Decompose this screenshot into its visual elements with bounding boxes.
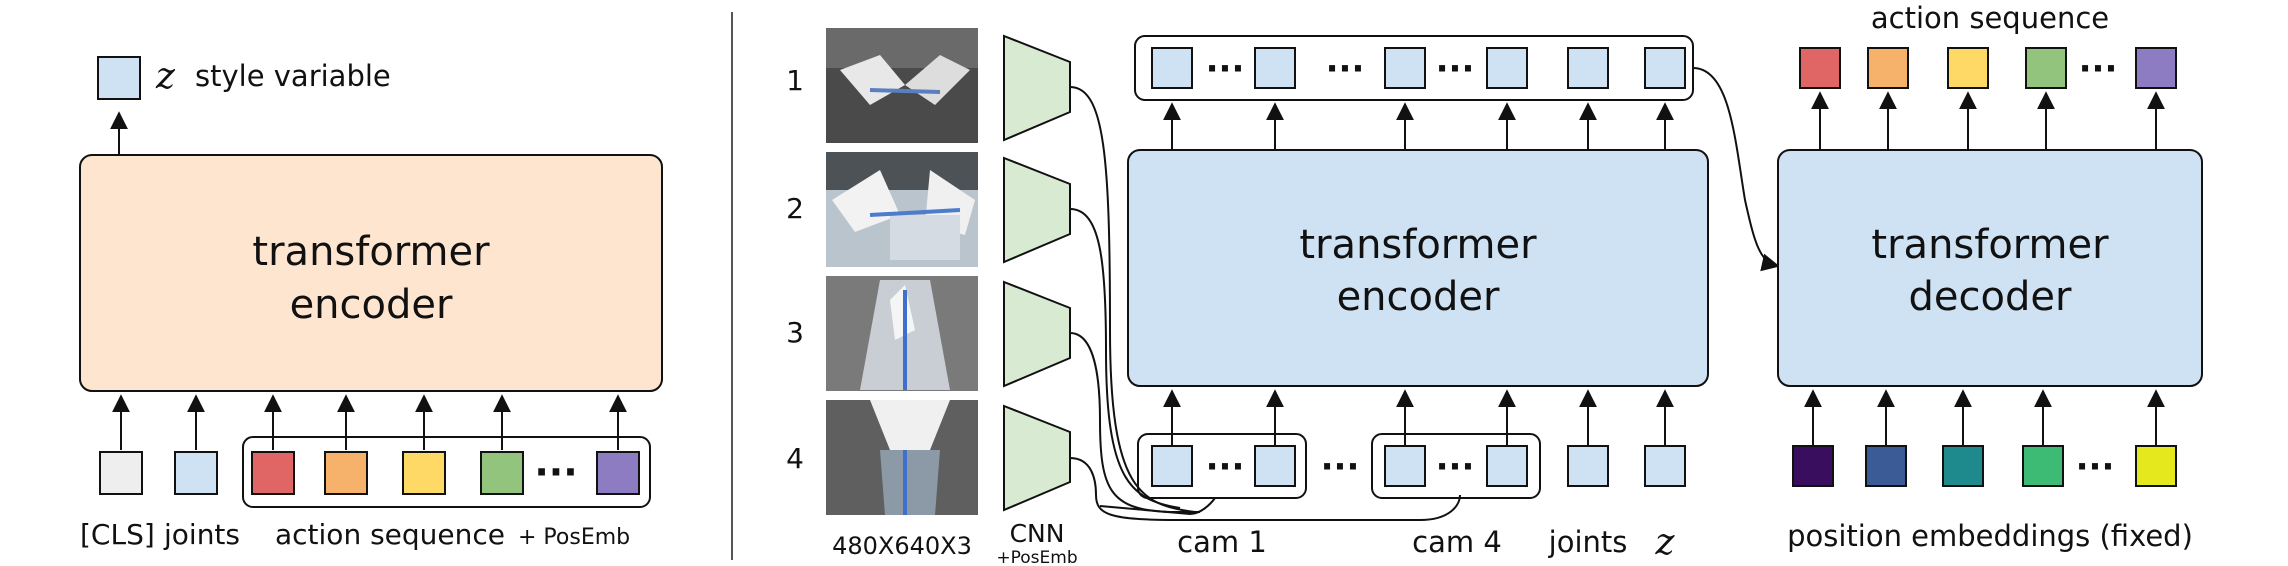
action-sequence-group	[242, 436, 651, 508]
action-token	[596, 451, 640, 495]
encoder-output-token	[1384, 47, 1426, 89]
camera-image-2	[826, 152, 978, 267]
output-action-token	[2135, 47, 2177, 89]
left-encoder-title-2: encoder	[290, 282, 453, 328]
camera-image-3	[826, 276, 978, 391]
right-encoder-title-2: encoder	[1337, 274, 1500, 320]
joints-input-token	[1567, 445, 1609, 487]
right-panel: 1 2 3 4	[786, 1, 2203, 566]
output-action-token	[1947, 47, 1989, 89]
action-token	[402, 451, 446, 495]
style-variable-label: style variable	[195, 59, 391, 93]
cam-token	[1254, 445, 1296, 487]
cam1-group	[1137, 433, 1307, 499]
encoder-output-token	[1151, 47, 1193, 89]
position-embedding-token	[2135, 445, 2177, 487]
encoder-output-ellipsis: ···	[1436, 49, 1475, 89]
cnn-block	[1003, 280, 1071, 388]
output-action-token	[1867, 47, 1909, 89]
action-token	[324, 451, 368, 495]
position-embedding-token	[1865, 445, 1907, 487]
cam4-group	[1371, 433, 1541, 499]
z-input-token	[1644, 445, 1686, 487]
left-transformer-encoder	[79, 154, 663, 392]
position-embeddings-label: position embeddings (fixed)	[1787, 519, 2193, 553]
left-posemb-label: + PosEmb	[518, 525, 630, 550]
left-action-sequence-label: action sequence	[275, 518, 505, 551]
cam4-ellipsis: ···	[1436, 447, 1475, 487]
image-size-label: 480X640X3	[832, 532, 972, 560]
cam-token	[1151, 445, 1193, 487]
position-embedding-token	[1942, 445, 1984, 487]
cnn-block	[1003, 156, 1071, 264]
cnn-posemb-label: +PosEmb	[996, 548, 1077, 566]
right-transformer-encoder	[1127, 149, 1709, 387]
position-embedding-token	[2022, 445, 2064, 487]
camera-image-4	[826, 400, 978, 515]
output-action-ellipsis: ···	[2079, 49, 2118, 89]
row-number: 3	[786, 316, 804, 349]
cnn-label: CNN	[1010, 519, 1065, 548]
memory-arrow	[1692, 67, 1780, 272]
left-encoder-title-1: transformer	[252, 229, 490, 275]
joints-token	[174, 451, 218, 495]
cam1-connector	[1099, 497, 1216, 516]
style-variable-token	[97, 56, 141, 100]
cam1-label: cam 1	[1177, 525, 1267, 559]
encoder-output-ellipsis: ···	[1206, 49, 1245, 89]
action-sequence-title: action sequence	[1871, 1, 2109, 35]
right-joints-label: joints	[1548, 525, 1628, 559]
transformer-decoder	[1777, 149, 2203, 387]
row-number: 1	[786, 64, 804, 97]
left-ellipsis: ···	[534, 450, 577, 494]
cnn-connector	[1069, 332, 1200, 513]
left-panel: z style variable transformer encoder ···…	[79, 56, 663, 551]
action-token	[480, 451, 524, 495]
cam-token	[1486, 445, 1528, 487]
right-encoder-title-1: transformer	[1299, 222, 1537, 268]
cls-token	[99, 451, 143, 495]
cls-label: [CLS]	[80, 518, 155, 551]
position-embedding-token	[1792, 445, 1834, 487]
cnn-block	[1003, 34, 1071, 142]
cnn-block	[1003, 404, 1071, 512]
decoder-title-1: transformer	[1871, 222, 2109, 268]
output-action-token	[1799, 47, 1841, 89]
between-cams-ellipsis: ···	[1321, 447, 1360, 487]
camera-image-1	[826, 28, 978, 143]
cnn-connector	[1069, 457, 1461, 521]
cam1-ellipsis: ···	[1206, 447, 1245, 487]
encoder-output-token	[1567, 47, 1609, 89]
output-action-token	[2025, 47, 2067, 89]
action-token	[251, 451, 295, 495]
encoder-output-ellipsis: ···	[1326, 49, 1365, 89]
encoder-output-token	[1254, 47, 1296, 89]
cam4-label: cam 4	[1412, 525, 1502, 559]
encoder-output-token	[1486, 47, 1528, 89]
left-joints-label: joints	[163, 518, 240, 551]
style-z-symbol: z	[155, 56, 176, 97]
cam-token	[1384, 445, 1426, 487]
row-number: 2	[786, 192, 804, 225]
right-z-symbol: z	[1655, 522, 1676, 563]
encoder-output-token	[1644, 47, 1686, 89]
row-number: 4	[786, 442, 804, 475]
decoder-title-2: decoder	[1909, 274, 2072, 320]
position-embedding-ellipsis: ···	[2076, 447, 2115, 487]
